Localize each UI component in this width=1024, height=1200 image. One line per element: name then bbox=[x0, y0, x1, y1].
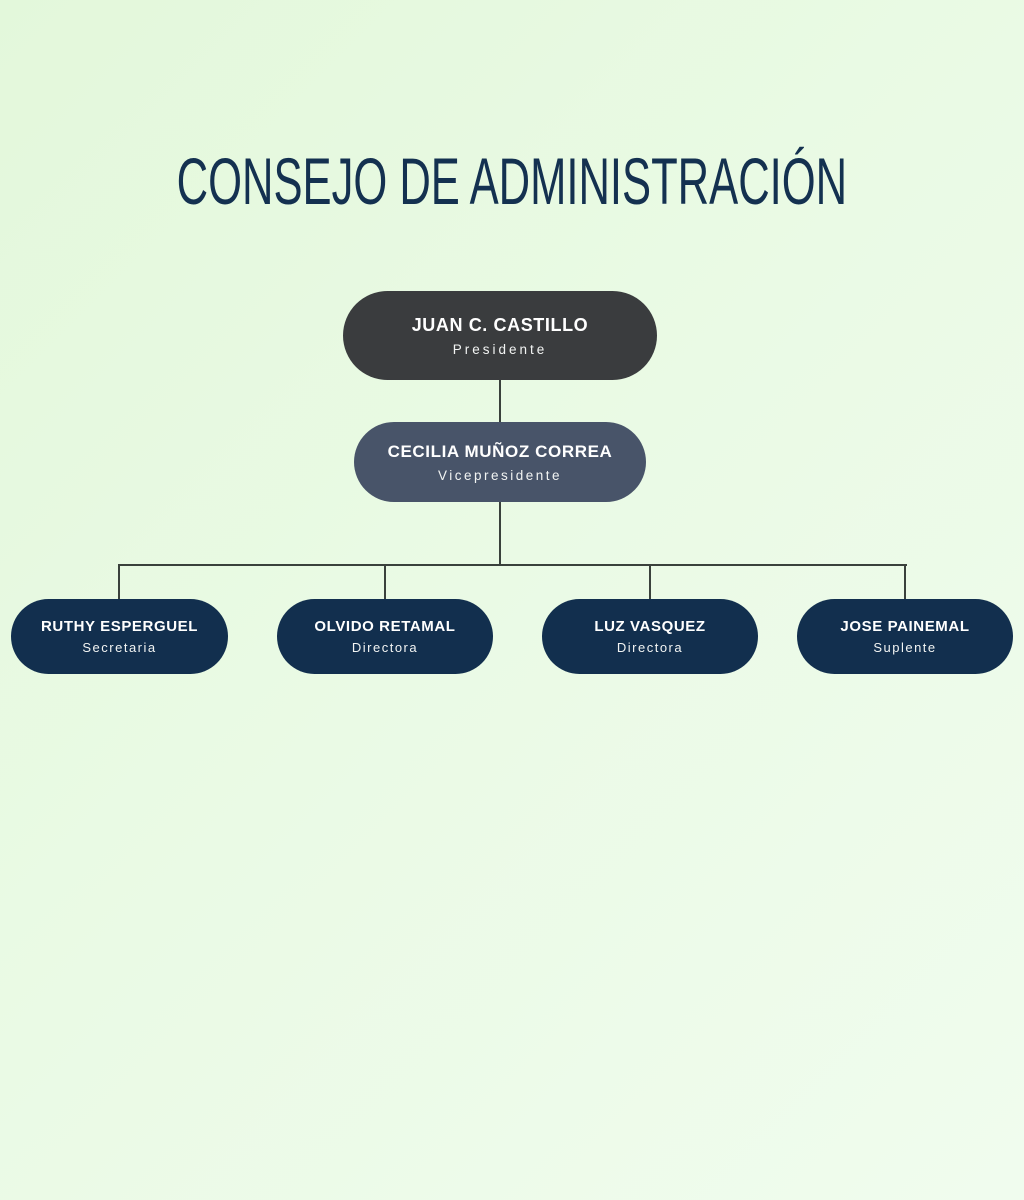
org-node-directora-2: LUZ VASQUEZ Directora bbox=[542, 599, 758, 674]
member-role: Suplente bbox=[873, 640, 937, 655]
page-title-text: CONSEJO DE ADMINISTRACIÓN bbox=[176, 144, 848, 218]
connector-branch-horizontal bbox=[118, 564, 907, 566]
vicepresident-name: CECILIA MUÑOZ CORREA bbox=[387, 441, 613, 461]
connector-president-to-vicepresident bbox=[499, 380, 501, 423]
org-node-secretaria: RUTHY ESPERGUEL Secretaria bbox=[11, 599, 228, 674]
connector-drop-directora-2 bbox=[649, 564, 651, 600]
connector-drop-suplente bbox=[904, 564, 906, 600]
org-node-directora-1: OLVIDO RETAMAL Directora bbox=[277, 599, 493, 674]
connector-drop-directora-1 bbox=[384, 564, 386, 600]
president-role: Presidente bbox=[452, 341, 548, 357]
org-node-president: JUAN C. CASTILLO Presidente bbox=[343, 291, 657, 380]
member-role: Directora bbox=[616, 640, 684, 655]
connector-drop-secretaria bbox=[118, 564, 120, 600]
member-name: OLVIDO RETAMAL bbox=[314, 618, 456, 635]
member-name: RUTHY ESPERGUEL bbox=[40, 618, 199, 635]
member-role: Secretaria bbox=[82, 640, 157, 655]
member-role: Directora bbox=[351, 640, 419, 655]
org-node-suplente: JOSE PAINEMAL Suplente bbox=[797, 599, 1013, 674]
member-name: LUZ VASQUEZ bbox=[594, 618, 706, 635]
president-name: JUAN C. CASTILLO bbox=[411, 314, 589, 335]
vicepresident-role: Vicepresidente bbox=[437, 467, 563, 483]
member-name: JOSE PAINEMAL bbox=[840, 618, 970, 635]
page-title: CONSEJO DE ADMINISTRACIÓN bbox=[0, 147, 1024, 215]
connector-vicepresident-to-branch bbox=[499, 502, 501, 565]
org-node-vicepresident: CECILIA MUÑOZ CORREA Vicepresidente bbox=[354, 422, 646, 502]
